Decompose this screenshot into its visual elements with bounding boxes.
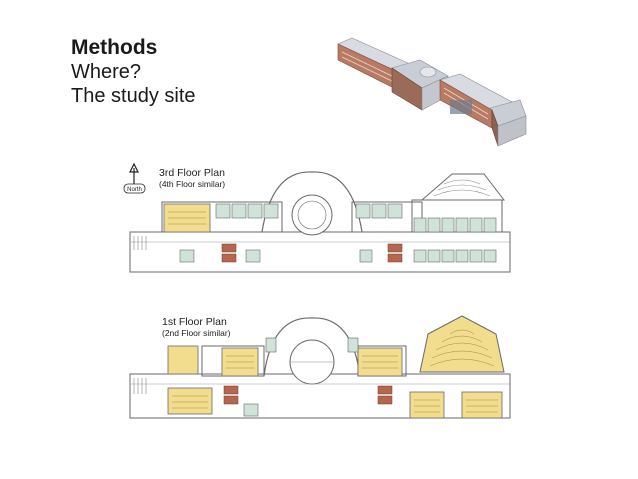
slide-subtitle-where: Where? bbox=[71, 61, 142, 83]
plan-subtitle-1st: (2nd Floor similar) bbox=[162, 328, 231, 338]
slide-subtitle-site: The study site bbox=[71, 85, 196, 107]
title-block: Methods Where? The study site bbox=[71, 36, 196, 108]
north-arrow-icon bbox=[123, 162, 146, 194]
plan-label-1st: 1st Floor Plan (2nd Floor similar) bbox=[162, 316, 231, 338]
plan-label-3rd: 3rd Floor Plan (4th Floor similar) bbox=[159, 167, 225, 189]
plan-title-3rd: 3rd Floor Plan bbox=[159, 167, 225, 179]
floor-plan-1st bbox=[129, 315, 511, 419]
north-label: North bbox=[127, 187, 142, 193]
floor-plan-3rd: North bbox=[123, 162, 511, 273]
slide-title: Methods bbox=[71, 36, 158, 59]
plan-title-1st: 1st Floor Plan bbox=[162, 316, 227, 328]
plan-subtitle-3rd: (4th Floor similar) bbox=[159, 179, 226, 189]
building-3d-model bbox=[337, 37, 527, 147]
